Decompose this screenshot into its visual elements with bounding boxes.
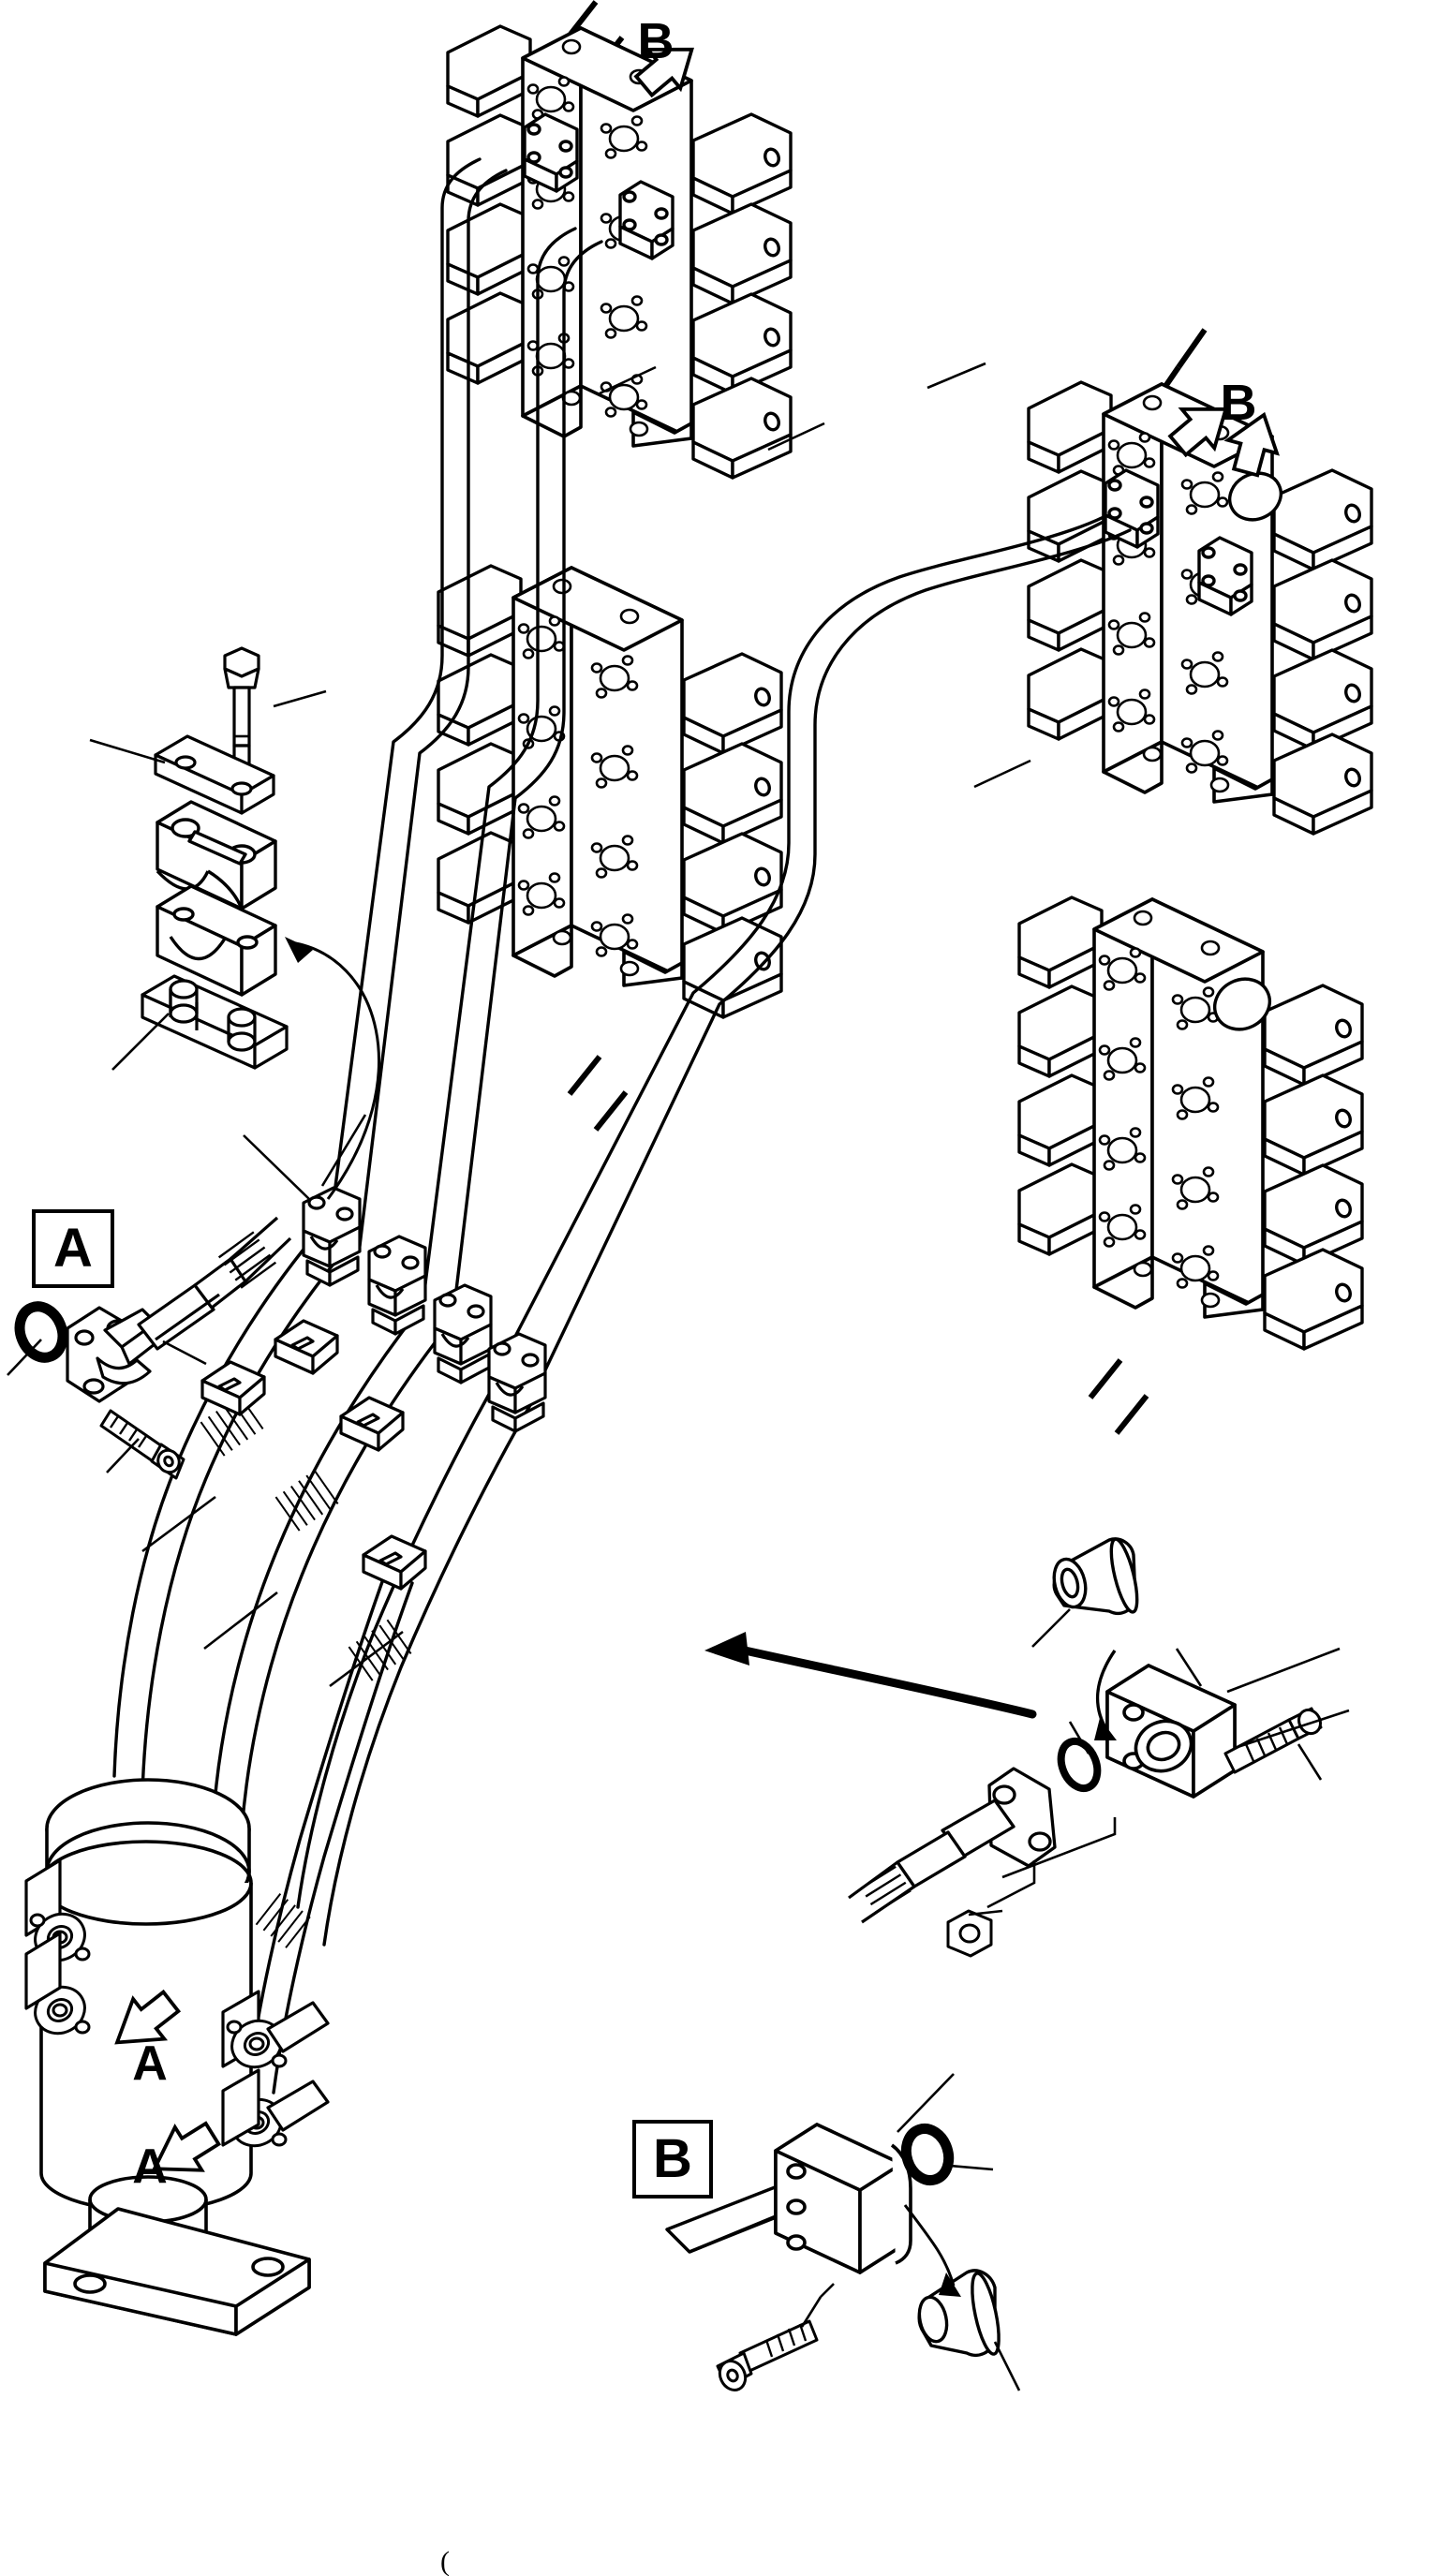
socket-head-bolt-a [99, 1409, 185, 1480]
tapered-sleeve-b [917, 2269, 1001, 2358]
detail-b-arrowhead [939, 2273, 961, 2297]
detail-right-pointer-head [704, 1632, 749, 1666]
detail-b-fitting [665, 2073, 1021, 2391]
detail-a-fitting [7, 1216, 292, 1480]
clamp-assembly-exploded [141, 646, 289, 1070]
arrow-a-upper-glyph [114, 1989, 182, 2045]
hydraulic-tube-set [332, 157, 1132, 1399]
arrow-b-right-label: B [1221, 375, 1257, 431]
swivel-port-right-lower [221, 2068, 260, 2147]
tube-clamp [487, 1332, 547, 1433]
hose-braid-right [848, 1860, 915, 1924]
install-arrow-head [1094, 1718, 1117, 1740]
open-port-bore-2 [1213, 977, 1271, 1031]
detail-right-leaders [968, 1608, 1350, 1917]
tube-clamp [433, 1283, 493, 1384]
arrow-label-b-top: B [633, 13, 694, 98]
part-leader-lines [89, 362, 1031, 1688]
callout-box-a-frame [32, 1209, 114, 1288]
clamp-leader-curve [289, 940, 380, 1200]
base-bolt-hole [251, 2257, 285, 2277]
swivel-hose-stubs [266, 2001, 330, 2132]
detail-a-leaders [7, 1339, 207, 1473]
valve-port-flanges [523, 112, 1282, 1031]
socket-head-bolt-b [716, 2319, 819, 2391]
hose-end-split-flange-exploded [704, 1537, 1350, 1958]
arrow-a-upper-label: A [132, 2036, 168, 2091]
open-port-bore [1228, 471, 1282, 522]
hose-end-flange-right [896, 1767, 1057, 1888]
base-bolt-hole [73, 2273, 107, 2294]
hose-braid-a [217, 1216, 292, 1289]
clamp-leader-arrowhead [285, 937, 313, 963]
o-ring [14, 1301, 68, 1363]
clamp-cover-plate [154, 734, 275, 815]
arrow-a-lower-glyph [151, 2121, 222, 2172]
arrow-b-right-glyph-2 [1223, 411, 1280, 478]
split-flange-block [1105, 1664, 1237, 1799]
swivel-port-left-lower [24, 1932, 62, 2010]
flange-block-b [774, 2123, 912, 2274]
clamp-half-upper [156, 800, 277, 910]
elbow-flange-body [66, 1306, 165, 1403]
arrow-b-top-glyph [633, 47, 694, 98]
tapered-sleeve-right [1052, 1537, 1139, 1616]
tube-clamp [367, 1235, 427, 1336]
detail-right-pointer [732, 1644, 1037, 1719]
tube-clamp [302, 1186, 362, 1287]
callout-box-a-label: A [53, 1218, 93, 1279]
callout-box-b-frame [632, 2120, 713, 2198]
arrow-label-b-right: B [1167, 375, 1280, 478]
arrow-label-a-upper: A [114, 1989, 182, 2091]
detail-b-leaders [800, 2073, 1021, 2391]
clamp-base-plate [141, 974, 289, 1070]
hex-nut-right [946, 1909, 993, 1958]
arrow-b-right-glyph-1 [1167, 407, 1228, 458]
arrow-label-a-lower: A [132, 2121, 222, 2194]
callout-box-a: A [32, 1209, 114, 1288]
callout-box-b: B [632, 2120, 713, 2198]
arrow-a-lower-label: A [132, 2139, 168, 2194]
clamp-half-lower [156, 884, 277, 997]
o-ring-right [1057, 1737, 1102, 1793]
arrow-b-top-label: B [638, 13, 675, 69]
page-edge-artifact: ( [440, 2546, 450, 2576]
callout-box-b-label: B [653, 2128, 692, 2189]
o-ring-b [900, 2124, 955, 2185]
